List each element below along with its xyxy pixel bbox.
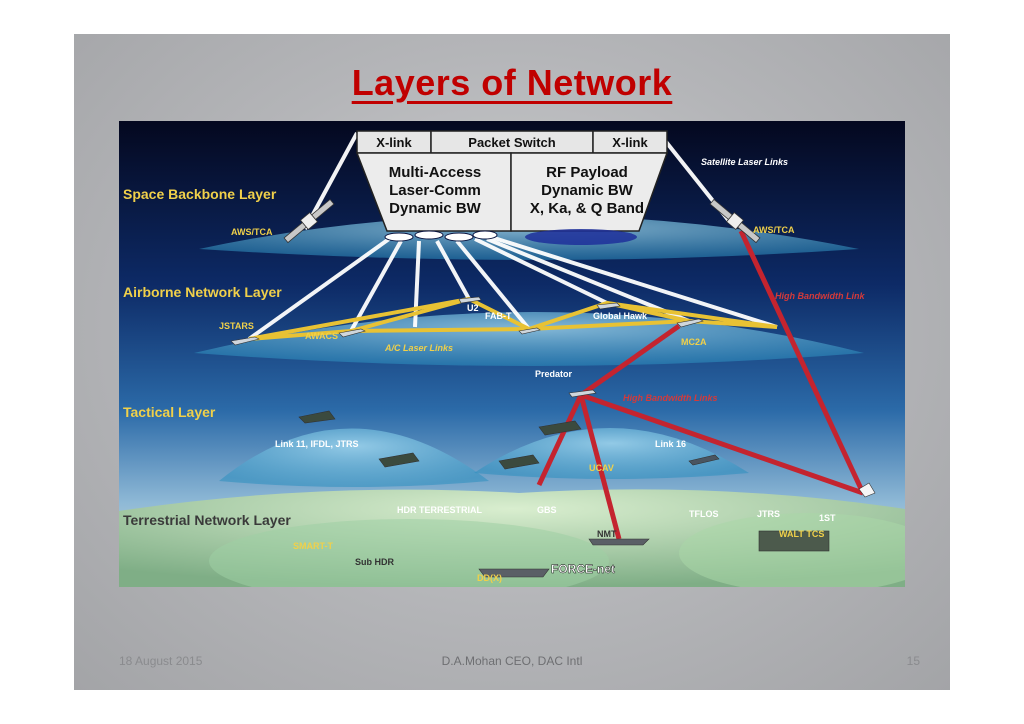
tactical-dome-right <box>474 428 749 479</box>
ac-laser-links-label: A/C Laser Links <box>384 343 453 353</box>
ucav-label: UCAV <box>589 463 614 473</box>
smart-t-label: SMART-T <box>293 541 333 551</box>
payload-left-line-3: Dynamic BW <box>389 200 482 217</box>
mc2a-label: MC2A <box>681 337 707 347</box>
payload-right-line-1: RF Payload <box>546 164 628 181</box>
payload-header: X-link Packet Switch X-link Multi-Access… <box>355 130 669 232</box>
payload-box-right <box>510 152 669 232</box>
nmt-label: NMT <box>597 529 617 539</box>
mc2a-aircraft <box>676 318 704 328</box>
awacs-label: AWACS <box>305 331 338 341</box>
u2-label: U2 <box>467 303 479 313</box>
global-hawk-label: Global Hawk <box>593 311 648 321</box>
slide-title: Layers of Network <box>351 62 673 103</box>
jstars-aircraft <box>230 336 260 346</box>
milstar-label: WALT TCS <box>779 529 824 539</box>
helicopter-1 <box>298 410 336 424</box>
helicopter-4 <box>498 454 540 470</box>
payload-right-line-3: X, Ka, & Q Band <box>530 200 644 217</box>
tflos-label: TFLOS <box>689 509 719 519</box>
rf-antenna <box>525 229 637 245</box>
hub-dishes <box>384 230 498 242</box>
aircraft-markers <box>230 296 876 578</box>
link11-label: Link 11, IFDL, JTRS <box>275 439 359 449</box>
payload-right-line-2: Dynamic BW <box>541 182 634 199</box>
satellite-right <box>709 198 761 244</box>
jstars-label: JSTARS <box>219 321 254 331</box>
awacs-aircraft <box>338 328 366 338</box>
footer-page-number: 15 <box>906 654 920 668</box>
helicopter-3 <box>538 420 582 436</box>
gbs-label: GBS <box>537 505 557 515</box>
ground-vehicles <box>758 530 830 552</box>
satellite-left <box>283 198 335 244</box>
jet-1 <box>688 454 720 466</box>
sub-hdr-label: Sub HDR <box>355 557 394 567</box>
helicopter-2 <box>378 452 420 468</box>
xlink-right-label: X-link <box>612 135 648 150</box>
ground-station <box>858 482 876 498</box>
layer-label-tactical: Tactical Layer <box>123 404 216 420</box>
layer-label-space: Space Backbone Layer <box>123 186 277 202</box>
global-hawk-aircraft <box>596 302 621 310</box>
ship-ddx <box>478 568 550 578</box>
ship-nmt <box>588 538 650 546</box>
payload-left-line-2: Laser-Comm <box>389 182 481 199</box>
airborne-dome <box>194 312 864 366</box>
first-label: 1ST <box>819 513 836 523</box>
slide: Layers of Network <box>74 34 950 690</box>
predator-label: Predator <box>535 369 573 379</box>
ddx-label: DD(X) <box>477 573 502 583</box>
network-layers-diagram: X-link Packet Switch X-link Multi-Access… <box>119 121 905 587</box>
force-net-label: FORCE-net <box>551 562 615 576</box>
tactical-dome-left <box>219 428 489 487</box>
aws-tca-left-label: AWS/TCA <box>231 227 273 237</box>
payload-left-line-1: Multi-Access <box>389 164 482 181</box>
layer-labels: Space Backbone Layer Airborne Network La… <box>123 186 291 528</box>
jtrs-label: JTRS <box>757 509 780 519</box>
fab-t-aircraft <box>518 327 541 335</box>
xlink-left-label: X-link <box>376 135 412 150</box>
high-bandwidth-links-label: High Bandwidth Links <box>623 393 718 403</box>
hdr-terrestrial-label: HDR TERRESTRIAL <box>397 505 483 515</box>
u2-aircraft <box>458 296 482 304</box>
footer-author: D.A.Mohan CEO, DAC Intl <box>441 654 583 668</box>
fab-t-label: FAB-T <box>485 311 512 321</box>
layer-label-airborne: Airborne Network Layer <box>123 284 282 300</box>
packet-switch-label: Packet Switch <box>468 135 555 150</box>
high-bandwidth-links <box>536 229 866 540</box>
satellite-laser-links-label: Satellite Laser Links <box>701 157 788 167</box>
layer-label-terrestrial: Terrestrial Network Layer <box>123 512 291 528</box>
annotation-labels: Satellite Laser Links AWS/TCA AWS/TCA Hi… <box>219 157 865 583</box>
aws-tca-right-label: AWS/TCA <box>753 225 795 235</box>
predator-aircraft <box>568 389 597 398</box>
link16-label: Link 16 <box>655 439 686 449</box>
high-bandwidth-link-label: High Bandwidth Link <box>775 291 865 301</box>
footer-date: 18 August 2015 <box>119 654 203 668</box>
